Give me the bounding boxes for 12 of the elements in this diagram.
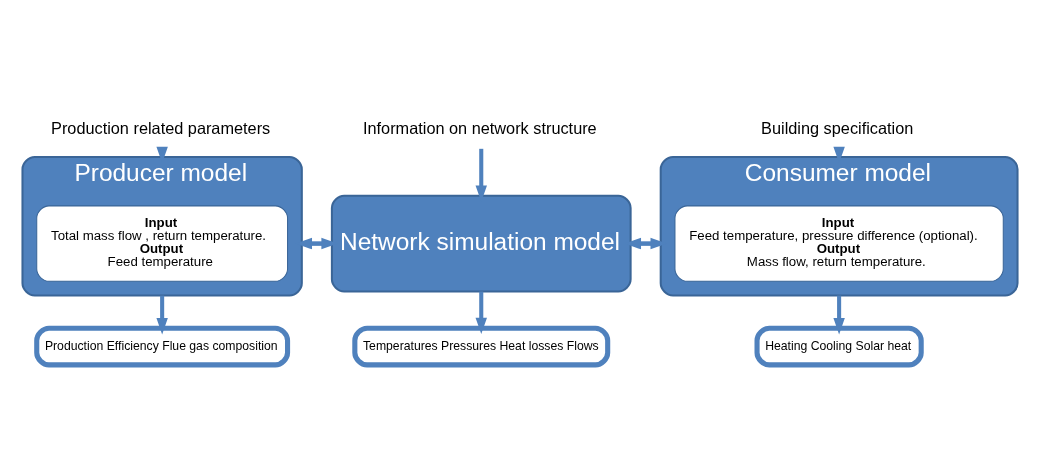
arrow: [832, 295, 845, 334]
node-box: Input Feed temperature, pressure difference (optional). Output Mass flow, return temperature.: [673, 204, 1004, 282]
node-box: Input Total mass flow , return temperature. Output Feed temperature: [35, 204, 288, 282]
node-box: Network simulation model: [330, 194, 632, 293]
node-box: Heating Cooling Solar heat: [754, 325, 924, 367]
arrow: [475, 291, 487, 334]
node-text: Building specification: [760, 118, 913, 137]
node-text: Information on network structure: [362, 118, 597, 137]
arrow: [155, 295, 168, 334]
node-text: Production related parameters: [50, 118, 270, 137]
node-box: Temperatures Pressures Heat losses Flows: [351, 325, 610, 367]
node-box: Production Efficiency Flue gas composition: [33, 325, 290, 367]
